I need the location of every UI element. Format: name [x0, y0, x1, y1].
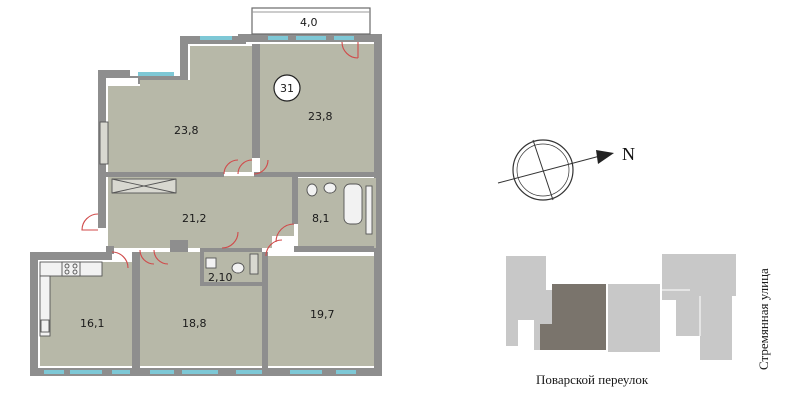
fixtures — [39, 121, 373, 337]
window-bottom-1 — [44, 370, 64, 374]
room-bottom-right-fill — [266, 256, 374, 366]
door-topleft — [223, 159, 253, 175]
wall-bath-bottom — [294, 246, 374, 252]
wc-sink — [205, 257, 217, 269]
window-bottom-7 — [290, 370, 322, 374]
street-bottom-label: Поварской переулок — [536, 372, 649, 387]
window-bottom-6 — [236, 370, 262, 374]
door-entrance — [81, 213, 99, 231]
apartment-badge-circle — [273, 74, 301, 102]
compass-inner — [516, 143, 570, 197]
compass-pointer-line — [497, 155, 601, 184]
window-top-3 — [296, 36, 326, 40]
wall-top-hall-right — [254, 172, 374, 177]
area-room-bottom-right: 19,7 — [310, 308, 335, 321]
area-room-top-right: 23,8 — [308, 110, 333, 123]
door-kitchen — [111, 251, 129, 269]
door-balcony — [341, 41, 359, 59]
door-topright — [253, 159, 269, 175]
area-hall: 21,2 — [182, 212, 207, 225]
wall-topleft-topright — [252, 44, 260, 158]
wall-bath-left — [292, 176, 298, 224]
wall-hall-bottom-a — [106, 246, 114, 254]
kitchen-stove — [61, 261, 81, 277]
balcony-area-label: 4,0 — [300, 16, 318, 29]
window-topleft — [138, 72, 174, 76]
wall-wc-left — [200, 248, 204, 286]
burner-3 — [64, 269, 70, 275]
area-kitchen: 16,1 — [80, 317, 105, 330]
window-bottom-8 — [336, 370, 356, 374]
room-labels: 23,8 23,8 21,2 8,1 2,10 16,1 18,8 19,7 — [80, 110, 335, 330]
wall-wc-frame-top — [200, 248, 262, 252]
window-bottom-5 — [182, 370, 218, 374]
burner-4 — [72, 269, 78, 275]
door-bottom-right — [265, 239, 283, 257]
wall-wc-frame-bottom — [200, 282, 262, 286]
wall-kitchen-right — [132, 252, 140, 368]
burner-2 — [72, 263, 78, 269]
shelf-bath — [365, 185, 373, 235]
area-room-top-left: 23,8 — [174, 124, 199, 137]
room-top-left-fill — [108, 46, 252, 172]
area-room-bottom-middle: 18,8 — [182, 317, 207, 330]
radiator-left — [99, 121, 109, 165]
kitchen-side-counter — [39, 275, 51, 337]
window-bottom-3 — [112, 370, 130, 374]
apartment-badge: 31 — [273, 74, 301, 102]
north-arrow-icon — [596, 150, 614, 164]
kitchen-sink — [40, 319, 50, 333]
wall-hall-left-lower — [98, 214, 106, 228]
compass-axis — [532, 139, 554, 201]
sink-bath — [323, 182, 337, 194]
kitchen-fill — [40, 262, 132, 366]
door-bath — [275, 223, 295, 243]
apartment-number: 31 — [280, 82, 294, 95]
room-top-right-fill — [260, 44, 374, 172]
window-top-1 — [200, 36, 232, 40]
area-bathroom: 8,1 — [312, 212, 330, 225]
bathtub — [343, 183, 363, 225]
street-right-label: Стремянная улица — [756, 268, 771, 370]
doors — [81, 41, 359, 269]
door-wc — [221, 231, 239, 249]
wc-toilet — [231, 262, 245, 274]
building-highlight — [540, 284, 606, 350]
hall-fill — [108, 176, 294, 248]
interior-walls — [98, 44, 374, 368]
window-bottom-4 — [150, 370, 174, 374]
exterior-walls — [30, 34, 382, 376]
wall-hall-bottom-b — [170, 240, 188, 252]
building-middle — [608, 284, 660, 352]
window-top-4 — [334, 36, 354, 40]
compass: N — [497, 139, 635, 201]
balcony: 4,0 — [251, 7, 371, 35]
windows — [44, 36, 356, 374]
window-bottom-2 — [70, 370, 102, 374]
wall-top-hall-left — [106, 172, 224, 177]
radiator-bottom-right — [249, 253, 259, 275]
door-middle-a — [139, 249, 169, 265]
area-wc: 2,10 — [208, 271, 233, 284]
closet-cross — [111, 178, 177, 194]
building-right — [662, 254, 736, 360]
toilet-bath — [306, 183, 318, 197]
left-wall-mid — [98, 172, 106, 214]
wall-middle-right — [262, 252, 268, 368]
north-label: N — [622, 144, 635, 164]
burner-1 — [64, 263, 70, 269]
site-plan: Поварской переулок Стремянная улица — [506, 254, 771, 387]
window-top-2 — [268, 36, 288, 40]
